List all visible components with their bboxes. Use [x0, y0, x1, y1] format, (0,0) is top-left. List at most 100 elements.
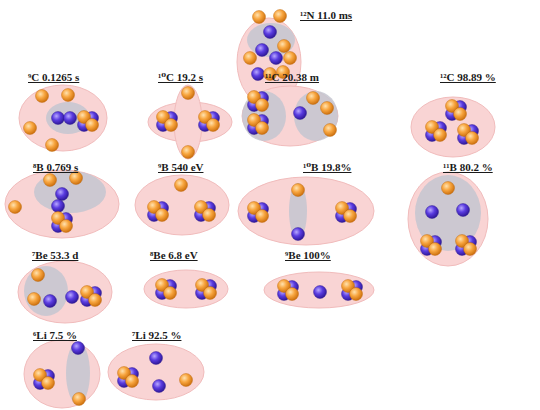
nucleus-outline [238, 177, 374, 245]
neutron-sphere [264, 26, 277, 39]
proton-sphere [32, 269, 45, 282]
neutron-sphere [252, 68, 265, 81]
proton-sphere [256, 122, 269, 135]
nucleus-cluster: ¹⁰B 19.8% [237, 156, 375, 246]
neutron-sphere [52, 200, 65, 213]
neutron-sphere [150, 352, 163, 365]
proton-sphere [46, 139, 59, 152]
nucleus-cluster: ⁹B 540 eV [134, 156, 230, 236]
nucleus-outline [242, 86, 338, 146]
nucleus-cluster: ¹¹B 80.2 % [407, 156, 494, 267]
nucleus-cluster: ⁸B 0.769 s [4, 156, 120, 239]
nucleus-cluster: ⁹C 0.1265 s [18, 66, 108, 153]
proton-sphere [24, 122, 37, 135]
proton-sphere [62, 89, 75, 102]
nucleus-label: ¹¹B 80.2 % [443, 161, 493, 174]
proton-sphere [204, 287, 217, 300]
proton-sphere [60, 220, 73, 233]
proton-sphere [207, 119, 220, 132]
proton-sphere [89, 294, 102, 307]
nucleus-label: ⁸B 0.769 s [33, 161, 78, 174]
proton-sphere [286, 288, 299, 301]
proton-sphere [350, 288, 363, 301]
nucleus-outline [5, 170, 119, 238]
proton-sphere [28, 293, 41, 306]
proton-sphere [321, 102, 334, 115]
neutron-sphere [64, 112, 77, 125]
nucleus-outline [135, 175, 229, 235]
neutron-sphere [314, 286, 327, 299]
nucleus-outline [264, 272, 374, 308]
nucleus-cluster: ¹⁰C 19.2 s [147, 66, 233, 160]
core-region [294, 91, 338, 141]
nucleus-outline [411, 97, 495, 157]
nucleus-label: ⁹B 540 eV [158, 161, 203, 174]
proton-sphere [442, 182, 455, 195]
neutron-sphere [153, 380, 166, 393]
nucleus-cluster: ⁹Be 100% [263, 244, 375, 309]
proton-sphere [344, 210, 357, 223]
nucleus-label: ⁹C 0.1265 s [28, 71, 79, 84]
proton-sphere [244, 52, 257, 65]
proton-sphere [256, 99, 269, 112]
neutron-sphere [294, 107, 307, 120]
proton-sphere [126, 375, 139, 388]
proton-sphere [307, 92, 320, 105]
nucleus-label: ⁶Li 7.5 % [33, 329, 77, 342]
nucleus-cluster: ¹²C 98.89 % [410, 66, 497, 158]
proton-sphere [165, 119, 178, 132]
proton-sphere [434, 129, 447, 142]
core-region [24, 266, 68, 316]
neutron-sphere [52, 112, 65, 125]
nucleus-label: ⁸Be 6.8 eV [150, 249, 198, 262]
proton-sphere [464, 243, 477, 256]
neutron-sphere [56, 188, 69, 201]
nucleus-label: ⁷Li 92.5 % [132, 329, 181, 342]
neutron-sphere [457, 204, 470, 217]
proton-sphere [278, 40, 291, 53]
neutron-sphere [44, 295, 57, 308]
neutron-sphere [426, 206, 439, 219]
nucleus-cluster: ⁷Li 92.5 % [107, 324, 205, 401]
proton-sphere [292, 184, 305, 197]
proton-sphere [182, 146, 195, 159]
nucleus-label: ⁷Be 53.3 d [32, 249, 78, 262]
nucleus-outline [18, 261, 112, 323]
proton-sphere [429, 243, 442, 256]
nucleus-label: ¹⁰C 19.2 s [158, 71, 203, 84]
core-region [34, 171, 106, 213]
neutron-sphere [292, 228, 305, 241]
nucleus-label: ¹²N 11.0 ms [300, 9, 352, 22]
proton-sphere [180, 374, 193, 387]
nucleus-cluster: ¹¹C 20.38 m [241, 66, 339, 147]
proton-sphere [175, 179, 188, 192]
nucleus-outline [408, 172, 488, 266]
proton-sphere [42, 377, 55, 390]
proton-sphere [156, 209, 169, 222]
proton-sphere [36, 90, 49, 103]
nucleus-label: ¹⁰B 19.8% [303, 161, 351, 174]
core-region [242, 91, 286, 141]
proton-sphere [44, 174, 57, 187]
nucleus-cluster: ⁶Li 7.5 % [23, 324, 101, 409]
neutron-sphere [66, 291, 79, 304]
proton-sphere [454, 108, 467, 121]
nucleus-cluster: ⁸Be 6.8 eV [143, 244, 229, 309]
nucleus-cluster: ⁷Be 53.3 d [17, 244, 113, 324]
proton-sphere [73, 393, 86, 406]
neutron-sphere [72, 342, 85, 355]
nucleus-label: ¹¹C 20.38 m [265, 71, 319, 84]
nucleus-label: ¹²C 98.89 % [440, 71, 496, 84]
proton-sphere [9, 201, 22, 214]
proton-sphere [466, 132, 479, 145]
core-region [46, 102, 90, 134]
neutron-sphere [256, 44, 269, 57]
nucleus-outline [144, 270, 228, 308]
nucleus-label: ⁹Be 100% [285, 249, 331, 262]
nucleus-outline [19, 85, 107, 151]
proton-sphere [256, 210, 269, 223]
proton-sphere [86, 119, 99, 132]
neutron-sphere [270, 52, 283, 65]
nucleus-outline [174, 85, 202, 159]
proton-sphere [203, 209, 216, 222]
